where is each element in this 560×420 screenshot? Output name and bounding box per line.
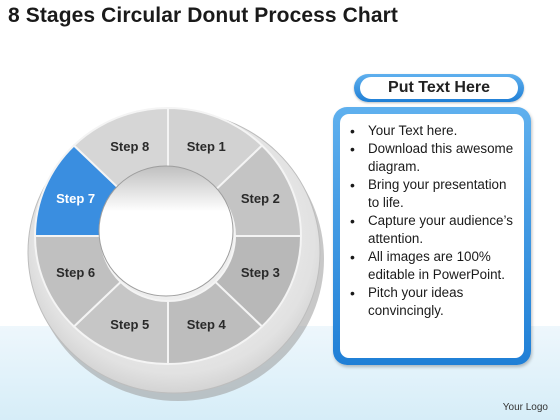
donut-diagram: Step 1 Step 2 Step 3 Step 4 Step 5 Step 6 Step… bbox=[27, 106, 324, 401]
donut-label-step-8: Step 8 bbox=[110, 139, 149, 154]
donut-labels: Step 1 Step 2 Step 3 Step 4 Step 5 Step 6 Step… bbox=[56, 139, 280, 332]
donut-label-step-4: Step 4 bbox=[187, 317, 227, 332]
bullet-list: Your Text here. Download this awesome di… bbox=[346, 122, 518, 320]
text-panel-header: Put Text Here bbox=[354, 74, 524, 102]
donut-label-step-1: Step 1 bbox=[187, 139, 226, 154]
donut-hole bbox=[98, 165, 234, 297]
donut-segments bbox=[33, 106, 303, 366]
bullet-item: Download this awesome diagram. bbox=[346, 140, 518, 176]
donut-label-step-6: Step 6 bbox=[56, 265, 95, 280]
donut-label-step-7: Step 7 bbox=[56, 191, 95, 206]
page-title: 8 Stages Circular Donut Process Chart bbox=[8, 4, 398, 27]
bullet-item: All images are 100% editable in PowerPoi… bbox=[346, 248, 518, 284]
bullet-item: Pitch your ideas convincingly. bbox=[346, 284, 518, 320]
bullet-item: Capture your audience’s attention. bbox=[346, 212, 518, 248]
text-panel-header-label: Put Text Here bbox=[360, 77, 518, 99]
donut-label-step-2: Step 2 bbox=[241, 191, 280, 206]
logo-text: Your Logo bbox=[502, 402, 548, 413]
donut-label-step-3: Step 3 bbox=[241, 265, 280, 280]
bullet-item: Your Text here. bbox=[346, 122, 518, 140]
bullet-item: Bring your presentation to life. bbox=[346, 176, 518, 212]
text-panel: Your Text here. Download this awesome di… bbox=[333, 107, 531, 365]
donut-label-step-5: Step 5 bbox=[110, 317, 149, 332]
text-panel-body: Your Text here. Download this awesome di… bbox=[340, 114, 524, 358]
